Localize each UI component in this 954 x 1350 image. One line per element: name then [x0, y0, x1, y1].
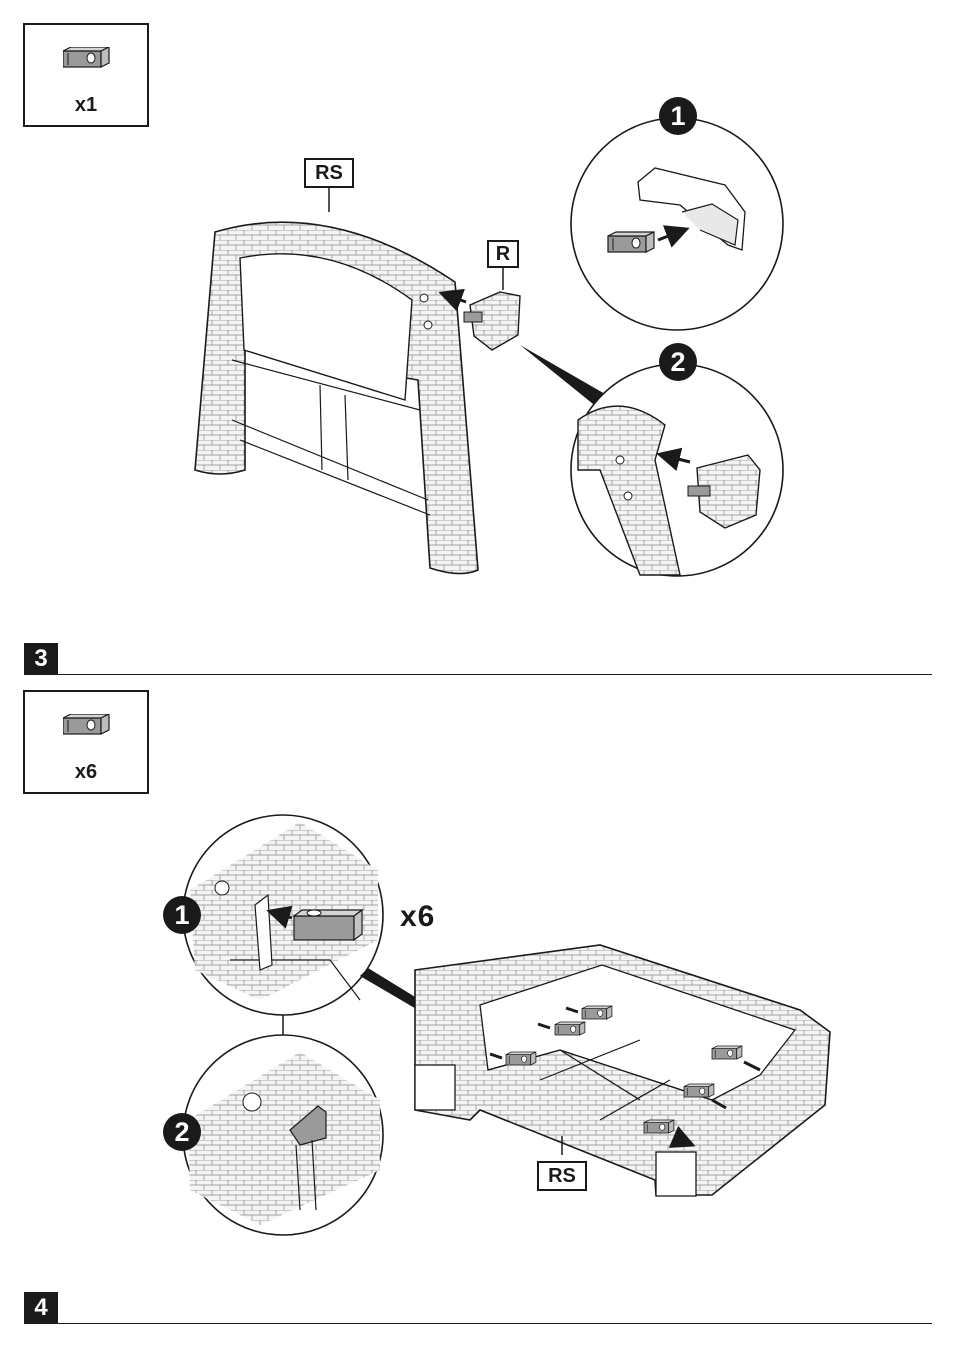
detail-number-1: 1: [163, 896, 201, 934]
detail-circle-1: [571, 118, 783, 330]
label-r: R: [487, 240, 519, 268]
label-rs: RS: [537, 1161, 587, 1191]
detail-number-2: 2: [659, 343, 697, 381]
step3-illustration: [0, 800, 954, 1250]
detail-number-1: 1: [659, 97, 697, 135]
connector-part-icon: [63, 714, 113, 744]
part-box-connector-x6: x6: [23, 690, 149, 794]
step2-illustration: [0, 0, 954, 640]
multiplier-label: x6: [400, 900, 435, 934]
detail-number-2: 2: [163, 1113, 201, 1151]
step-divider-3: [58, 674, 932, 675]
step-divider-4: [58, 1323, 932, 1324]
step-number-3: 3: [24, 643, 58, 675]
step-number-4: 4: [24, 1292, 58, 1324]
part-quantity: x6: [25, 761, 147, 784]
